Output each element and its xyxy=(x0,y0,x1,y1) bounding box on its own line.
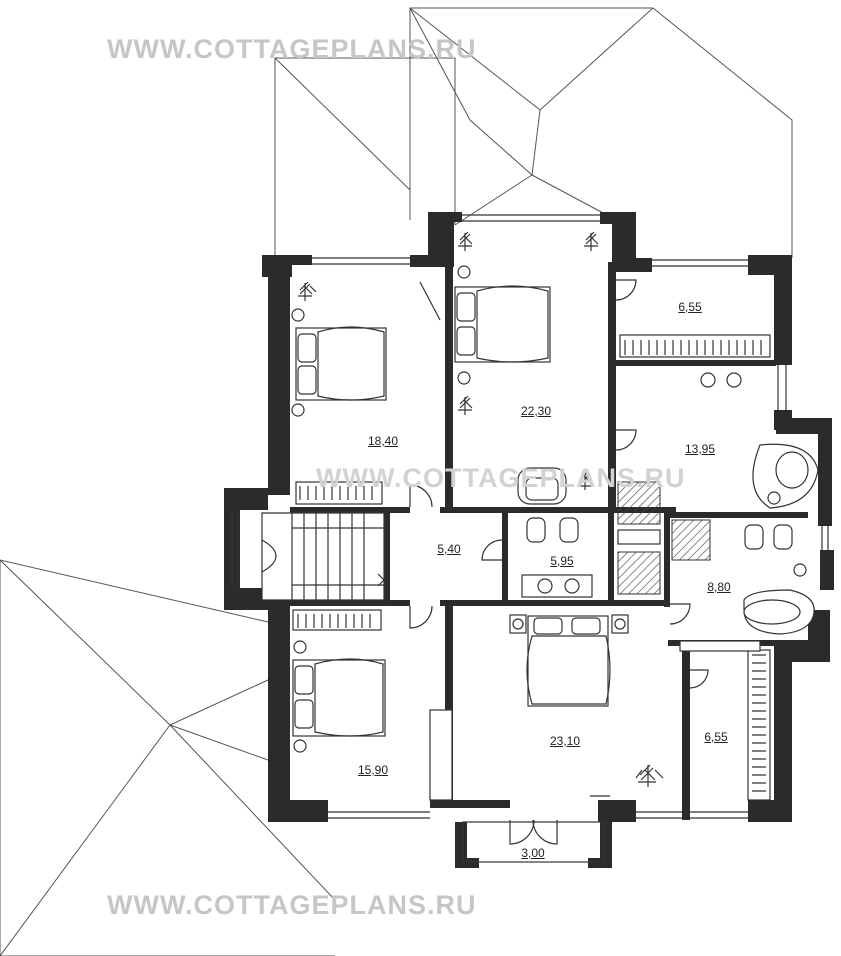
bathroom-center-fixtures xyxy=(521,517,593,598)
plants xyxy=(298,231,664,787)
room-area-bedroom-n: 22,30 xyxy=(520,404,552,418)
doors xyxy=(409,279,709,845)
room-area-hall: 5,40 xyxy=(437,542,461,556)
roof-southwest xyxy=(0,559,336,956)
showers xyxy=(617,481,711,595)
watermark-bottom: WWW.COTTAGEPLANS.RU xyxy=(107,890,477,920)
watermark-middle: WWW.COTTAGEPLANS.RU xyxy=(316,463,686,493)
room-area-bedroom-sw: 15,90 xyxy=(357,763,389,777)
staircase xyxy=(261,512,385,601)
bathroom-se-fixtures xyxy=(743,524,815,635)
exterior-walls xyxy=(224,212,834,868)
bed-s xyxy=(509,614,629,707)
bed-nw xyxy=(291,308,387,417)
room-area-bedroom-nw: 18,40 xyxy=(367,434,399,448)
bed-sw xyxy=(292,640,386,753)
room-area-balcony: 3,00 xyxy=(521,846,545,860)
bed-n xyxy=(454,265,551,385)
room-area-bathroom-e: 13,95 xyxy=(684,442,716,456)
window-lines xyxy=(231,214,829,863)
roof-north xyxy=(274,7,793,258)
watermark-top: WWW.COTTAGEPLANS.RU xyxy=(107,34,477,64)
room-area-closet-se: 6,55 xyxy=(704,730,728,744)
room-area-closet-ne: 6,55 xyxy=(678,300,702,314)
room-area-bedroom-s: 23,10 xyxy=(549,734,581,748)
room-area-bathroom-center: 5,95 xyxy=(550,554,574,568)
wardrobes xyxy=(292,334,771,801)
bathroom-e-fixtures xyxy=(700,372,819,509)
room-area-bathroom-se: 8,80 xyxy=(707,580,731,594)
armchair xyxy=(517,467,567,505)
